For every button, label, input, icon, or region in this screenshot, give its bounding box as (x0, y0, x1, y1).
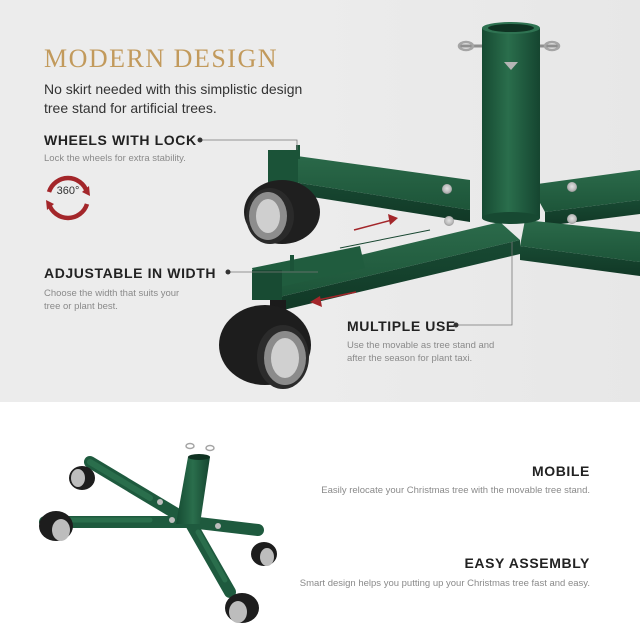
feature-desc-width: Choose the width that suits your tree or… (44, 288, 180, 312)
caster-wheel (39, 511, 73, 541)
intro-text: No skirt needed with this simplistic des… (44, 81, 303, 116)
caster-wheel (251, 542, 277, 566)
callout-lines (200, 139, 513, 326)
caster-wheel-back (244, 180, 320, 244)
stand-arms (39, 456, 264, 598)
stand-pole (176, 442, 215, 524)
stand-arm-front (252, 216, 520, 312)
bullet-dot-icon (453, 322, 459, 328)
feature-title-easy-assembly: EASY ASSEMBLY (464, 555, 590, 571)
feature-desc-easy-assembly: Smart design helps you putting up your C… (299, 578, 590, 589)
tree-stand-closeup (197, 22, 640, 389)
stand-arm-back (268, 145, 470, 222)
bottom-panel: MOBILE Easily relocate your Christmas tr… (0, 402, 640, 640)
caster-wheel (69, 466, 95, 490)
stand-pole (457, 22, 561, 224)
bullet-dot-icon (225, 269, 231, 275)
top-panel: MODERN DESIGN No skirt needed with this … (0, 0, 640, 402)
feature-title-multiple-use: MULTIPLE USE (347, 318, 456, 334)
tree-stand-full-view (39, 442, 277, 623)
caster-wheel-front (219, 300, 311, 389)
feature-desc-multiple-use: Use the movable as tree stand and after … (347, 340, 495, 364)
rotation-badge-label: 360° (56, 185, 80, 197)
feature-desc-wheels: Lock the wheels for extra stability. (44, 153, 186, 164)
feature-desc-mobile: Easily relocate your Christmas tree with… (321, 485, 590, 496)
feature-title-wheels: WHEELS WITH LOCK (44, 132, 197, 148)
feature-title-mobile: MOBILE (531, 463, 590, 479)
feature-title-width: ADJUSTABLE IN WIDTH (44, 265, 217, 281)
stand-arm-right (520, 170, 640, 276)
double-arrow-icon (310, 214, 398, 307)
rotate-360-icon (46, 175, 90, 221)
headline: MODERN DESIGN (44, 44, 278, 73)
bullet-dot-icon (197, 137, 203, 143)
caster-wheel (225, 593, 259, 623)
